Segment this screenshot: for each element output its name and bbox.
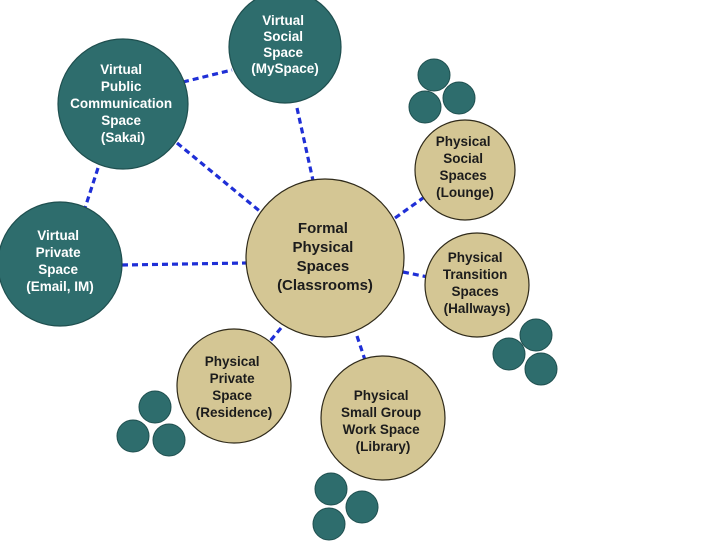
node-line: Space (212, 388, 252, 403)
node-line: Transition (443, 267, 508, 282)
cluster-circle (116, 419, 150, 453)
svg-text:Formal Physical Sp: Formal Physical Spaces (Classrooms) (277, 220, 373, 294)
node-virtual-social-circle (228, 0, 342, 104)
node-line: Space (101, 113, 141, 128)
node-virtual-private: Virtual Private Space (Email, IM) (0, 201, 123, 327)
link-private-formal (121, 261, 247, 267)
node-line: (Library) (356, 439, 411, 454)
cluster-circle (138, 390, 172, 424)
cluster-top-right (408, 58, 476, 124)
node-line: (Hallways) (444, 301, 511, 316)
link-formal-transition (402, 270, 429, 279)
cluster-circle (314, 472, 348, 506)
node-line: Virtual (100, 62, 142, 77)
node-line: Work Space (343, 422, 421, 437)
cluster-circle (442, 81, 476, 115)
node-line: Private (36, 245, 82, 260)
node-physical-private: Physical Private Space (Residence) (176, 328, 292, 444)
svg-text:Virtual Social Spa: Virtual Social Space (MySpace) (251, 13, 319, 76)
svg-text:Physical Social Sp: Physical Social Spaces (Lounge) (436, 134, 495, 200)
node-line: (Email, IM) (26, 279, 94, 294)
link-public-social (182, 68, 233, 84)
cluster-circle (492, 337, 526, 371)
node-physical-smallgroup: Physical Small Group Work Space (Library… (320, 355, 446, 481)
cluster-bottom (312, 472, 379, 541)
node-line: Spaces (297, 258, 350, 275)
node-formal-physical-circle (245, 178, 405, 338)
svg-text:Physical Small Group: Physical Small Group Work Space (Library… (341, 388, 425, 454)
node-physical-transition: Physical Transition Spaces (Hallways) (424, 232, 530, 338)
cluster-bottom-left (116, 390, 186, 457)
link-formal-social-phys (394, 196, 424, 220)
node-line: Space (38, 262, 78, 277)
node-physical-social: Physical Social Spaces (Lounge) (414, 119, 516, 221)
svg-text:Virtual Private Sp: Virtual Private Space (Email, IM) (26, 228, 94, 294)
cluster-circle (524, 352, 558, 386)
cluster-right (492, 318, 558, 386)
node-line: Formal (298, 220, 348, 237)
node-virtual-public: Virtual Public Communication Space (Saka… (57, 38, 189, 170)
node-virtual-public-circle (57, 38, 189, 170)
link-public-formal (175, 141, 264, 215)
cluster-circle (408, 90, 442, 124)
link-social-formal (295, 107, 316, 186)
cluster-circle (417, 58, 451, 92)
cluster-circle (345, 490, 379, 524)
connections (83, 68, 429, 361)
node-line: Physical (354, 388, 409, 403)
node-line: Spaces (439, 168, 486, 183)
node-line: (Lounge) (436, 185, 494, 200)
node-line: Public (101, 79, 142, 94)
node-line: Physical (292, 239, 353, 256)
node-line: Communication (70, 96, 172, 111)
node-line: (Sakai) (101, 130, 145, 145)
node-line: (MySpace) (251, 61, 319, 76)
link-public-private (83, 167, 100, 209)
node-line: (Classrooms) (277, 277, 373, 294)
cluster-circle (312, 507, 346, 541)
node-line: Private (210, 371, 256, 386)
node-line: (Residence) (196, 405, 273, 420)
node-physical-private-circle (176, 328, 292, 444)
node-line: Physical (448, 250, 503, 265)
node-line: Social (263, 29, 303, 44)
node-line: Social (443, 151, 483, 166)
node-line: Small Group (341, 405, 421, 420)
svg-text:Physical Private S: Physical Private Space (Residence) (196, 354, 273, 420)
link-formal-smallgroup (355, 335, 367, 361)
node-line: Virtual (262, 13, 304, 28)
node-virtual-social: Virtual Social Space (MySpace) (228, 0, 342, 104)
cluster-circle (519, 318, 553, 352)
cluster-circle (152, 423, 186, 457)
svg-text:Physical Transition: Physical Transition Spaces (Hallways) (443, 250, 511, 316)
node-formal-physical: Formal Physical Spaces (Classrooms) (245, 178, 405, 338)
node-physical-smallgroup-circle (320, 355, 446, 481)
node-line: Spaces (451, 284, 498, 299)
link-formal-private-phys (264, 326, 283, 348)
node-line: Physical (205, 354, 260, 369)
node-line: Virtual (37, 228, 79, 243)
node-line: Space (263, 45, 303, 60)
node-line: Physical (436, 134, 491, 149)
svg-text:Virtual Public Com: Virtual Public Communication Space (Saka… (70, 62, 176, 145)
node-virtual-private-circle (0, 201, 123, 327)
node-physical-transition-circle (424, 232, 530, 338)
node-physical-social-circle (414, 119, 516, 221)
